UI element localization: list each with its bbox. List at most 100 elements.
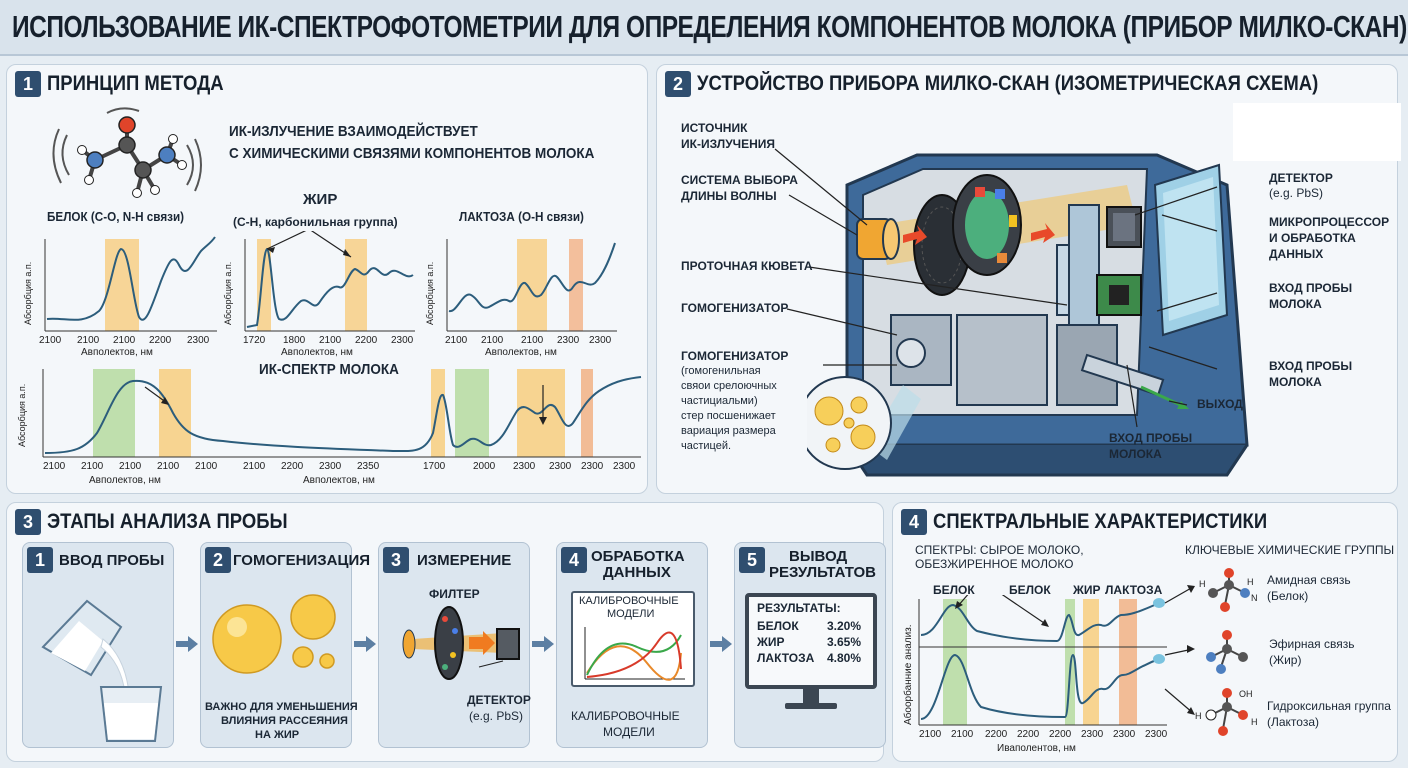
step5-label-1: ВЫВОД <box>789 548 848 565</box>
label-input2-2: МОЛОКА <box>1269 375 1322 389</box>
chart1-ylabel: Абсорбция а.п. <box>23 262 33 325</box>
panel4-ylabel: Абоорбанние анализ. <box>902 624 914 725</box>
svg-text:Абсорбция а.п.: Абсорбция а.п. <box>223 262 233 325</box>
protein-spectrum-chart: Абсорбция а.п. 2100 2100 2100 2200 2300 … <box>23 236 217 358</box>
svg-text:2000: 2000 <box>473 461 496 472</box>
ester-group-icon <box>1206 630 1248 674</box>
svg-text:2200: 2200 <box>355 335 378 346</box>
peak-label-protein-1: БЕЛОК <box>933 583 975 597</box>
homog-note-3: НА ЖИР <box>255 729 300 741</box>
svg-text:H: H <box>1251 717 1258 727</box>
svg-text:2300: 2300 <box>549 461 572 472</box>
step-measurement: 3 ИЗМЕРЕНИЕ ФИЛТЕР ДЕТЕКТОР (e.g. PbS) <box>378 542 531 748</box>
protein-band <box>105 239 139 331</box>
homogenizer-detail-line6: частицей. <box>681 440 732 452</box>
homogenizer-detail-line1: (гомогенильная <box>681 365 761 377</box>
peak-label-protein-2: БЕЛОК <box>1009 583 1051 597</box>
step-homogenization: 2 ГОМОГЕНИЗАЦИЯ ВАЖНО ДЛЯ УМЕНЬШЕНИЯ ВЛИ… <box>200 542 370 748</box>
label-output: ВЫХОД <box>1197 397 1243 411</box>
label-input1-2: МОЛОКА <box>1269 297 1322 311</box>
svg-text:2300: 2300 <box>613 461 636 472</box>
amide-label-1: Амидная связь <box>1267 573 1351 587</box>
calib-bottom-1: КАЛИБРОВОЧНЫЕ <box>571 709 680 723</box>
spectra-caption-2: ОБЕЗЖИРЕННОЕ МОЛОКО <box>915 557 1074 571</box>
peak-label-lactose: ЛАКТОЗА <box>1105 583 1163 597</box>
fat-chart-subtitle: (C-H, карбонильная группа) <box>233 215 398 229</box>
panel3-number: 3 <box>15 509 41 535</box>
homog-note-1: ВАЖНО ДЛЯ УМЕНЬШЕНИЯ <box>205 701 358 713</box>
step2-number: 2 <box>205 547 231 573</box>
panel3-title: ЭТАПЫ АНАЛИЗА ПРОБЫ <box>47 510 288 533</box>
label-homogenizer-detail-title: ГОМОГЕНИЗАТОР <box>681 349 789 363</box>
milkoscan-device-illustration <box>807 153 1249 477</box>
calib-top-2: МОДЕЛИ <box>607 608 655 620</box>
svg-text:2100: 2100 <box>919 729 942 740</box>
label-ir-source-1: ИСТОЧНИК <box>681 121 748 135</box>
svg-text:2100: 2100 <box>445 335 468 346</box>
step1-label: ВВОД ПРОБЫ <box>59 552 165 569</box>
svg-text:2200: 2200 <box>1049 729 1072 740</box>
svg-text:N: N <box>1251 593 1258 603</box>
svg-text:2300: 2300 <box>1081 729 1104 740</box>
svg-text:1700: 1700 <box>423 461 446 472</box>
hydroxyl-label-2: (Лактоза) <box>1267 715 1320 729</box>
step4-label-2: ДАННЫХ <box>603 564 671 581</box>
svg-text:2100: 2100 <box>243 461 266 472</box>
label-detector-1: ДЕТЕКТОР <box>1269 171 1333 185</box>
ester-label-1: Эфирная связь <box>1269 637 1355 651</box>
hydroxyl-group-icon: OH H H <box>1195 688 1258 736</box>
step3-detector-2: (e.g. PbS) <box>469 709 524 723</box>
results-monitor <box>745 593 877 689</box>
panel2-header: 2 УСТРОЙСТВО ПРИБОРА МИЛКО-СКАН (ИЗОМЕТРИ… <box>665 71 1403 101</box>
measurement-icon <box>402 606 520 680</box>
detector-box-icon <box>496 628 520 660</box>
svg-text:2100: 2100 <box>195 461 218 472</box>
result-protein-name: БЕЛОК <box>757 619 799 633</box>
svg-text:1800: 1800 <box>283 335 306 346</box>
fat-globules-icon <box>212 594 336 674</box>
homogenizer-detail-line4: стер посшенижает <box>681 410 776 422</box>
blank-white-box <box>1233 103 1401 161</box>
panel2-number: 2 <box>665 71 691 97</box>
milk-comparison-spectra-chart: Абоорбанние анализ. 2100 2100 2200 2200 … <box>902 595 1168 754</box>
label-input1-1: ВХОД ПРОБЫ <box>1269 281 1353 295</box>
filter-label: ФИЛТЕР <box>429 587 480 601</box>
calib-bottom-2: МОДЕЛИ <box>603 725 655 739</box>
svg-text:Авполектов, нм: Авполектов, нм <box>303 475 375 486</box>
arrow-2-3 <box>354 636 376 652</box>
lactose-chart-title: ЛАКТОЗА (O-H связи) <box>459 209 584 224</box>
milk-ir-spectrum-chart: Абсорбция а.п. 2100 2100 2100 2100 2100 … <box>17 369 642 486</box>
step2-label: ГОМОГЕНИЗАЦИЯ <box>233 552 371 569</box>
filter-disk-icon <box>434 606 464 680</box>
chart1-xlabel: Авполектов, нм <box>81 347 153 358</box>
step4-label-1: ОБРАБОТКА <box>591 548 685 565</box>
label-micro-2: И ОБРАБОТКА <box>1269 231 1356 245</box>
calibration-chart-box <box>571 591 695 687</box>
step-data-processing: 4 ОБРАБОТКА ДАННЫХ КАЛИБРОВОЧНЫЕ МОДЕЛИ … <box>556 542 708 748</box>
spectra-caption-1: СПЕКТРЫ: СЫРОЕ МОЛОКО, <box>915 543 1084 557</box>
ester-label-2: (Жир) <box>1269 653 1302 667</box>
svg-text:2100: 2100 <box>43 461 66 472</box>
label-homogenizer: ГОМОГЕНИЗАТОР <box>681 301 789 315</box>
svg-text:2100: 2100 <box>319 335 342 346</box>
step3-detector-1: ДЕТЕКТОР <box>467 693 531 707</box>
label-micro-1: МИКРОПРОЦЕССОР <box>1269 215 1390 229</box>
svg-text:2200: 2200 <box>149 335 172 346</box>
label-wavelength-2: ДЛИНЫ ВОЛНЫ <box>681 189 777 203</box>
device-leader-lines <box>774 148 1218 428</box>
protein-chart-title: БЕЛОК (C-O, N-H связи) <box>47 209 185 224</box>
label-ir-source-2: ИК-ИЗЛУЧЕНИЯ <box>681 137 776 151</box>
svg-text:1720: 1720 <box>243 335 266 346</box>
label-input2-1: ВХОД ПРОБЫ <box>1269 359 1353 373</box>
svg-text:2100: 2100 <box>951 729 974 740</box>
result-lactose-name: ЛАКТОЗА <box>757 651 815 665</box>
homogenizer-detail-line2: свяои срелоючных <box>681 380 777 392</box>
panel4-xlabel: Иваполентов, нм <box>997 743 1076 754</box>
svg-text:H: H <box>1247 577 1254 587</box>
panel2-title: УСТРОЙСТВО ПРИБОРА МИЛКО-СКАН (ИЗОМЕТРИЧ… <box>697 72 1319 95</box>
arrow-4-5 <box>710 636 732 652</box>
homogenizer-detail-line5: вариация размера <box>681 425 776 437</box>
